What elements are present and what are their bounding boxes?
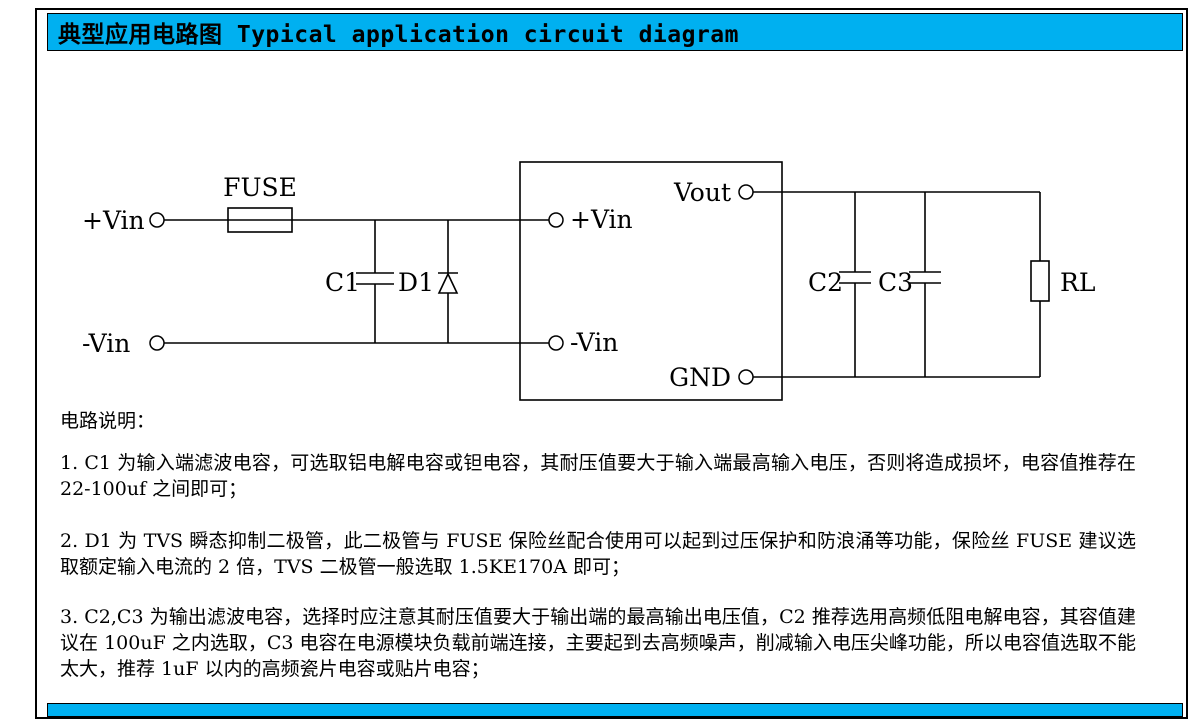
label-vin-minus-input: -Vin: [82, 329, 130, 358]
d1-triangle: [437, 272, 459, 294]
terminal-module-vin-minus: [548, 335, 564, 351]
label-c2: C2: [808, 268, 843, 297]
label-vin-plus-input: +Vin: [82, 206, 145, 235]
bottom-bar: [47, 703, 1183, 717]
label-rl: RL: [1060, 268, 1095, 297]
label-c1: C1: [325, 268, 360, 297]
fuse: [227, 207, 293, 233]
label-c3: C3: [878, 268, 913, 297]
terminal-input-vin-minus: [149, 335, 165, 351]
rl-symbol: [1030, 260, 1050, 302]
terminals: [149, 184, 754, 385]
terminal-input-vin-plus: [149, 212, 165, 228]
page-title: 典型应用电路图 Typical application circuit diag…: [58, 22, 739, 48]
title-bar: 典型应用电路图 Typical application circuit diag…: [47, 13, 1183, 51]
label-d1: D1: [398, 268, 434, 297]
c3-capacitor: [909, 192, 941, 377]
module-box: [519, 161, 783, 401]
label-vout: Vout: [673, 178, 731, 207]
d1-diode: [437, 220, 459, 343]
c1-capacitor: [356, 220, 394, 343]
label-module-vin-plus: +Vin: [570, 205, 633, 234]
note-item-1: 1. C1 为输入端滤波电容，可选取铝电解电容或钽电容，其耐压值要大于输入端最高…: [60, 452, 1136, 500]
rl-resistor: [1030, 192, 1050, 377]
terminal-module-gnd: [738, 369, 754, 385]
note-item-2: 2. D1 为 TVS 瞬态抑制二极管，此二极管与 FUSE 保险丝配合使用可以…: [60, 530, 1136, 578]
terminal-module-vin-plus: [548, 212, 564, 228]
circuit-diagram: +Vin FUSE -Vin C1 D1 +Vin -Vin Vout GND …: [82, 161, 1095, 401]
note-item-3: 3. C2,C3 为输出滤波电容，选择时应注意其耐压值要大于输出端的最高输出电压…: [60, 606, 1136, 680]
page-frame: [35, 8, 1188, 719]
label-module-vin-minus: -Vin: [570, 328, 618, 357]
label-fuse: FUSE: [223, 173, 297, 202]
terminal-module-vout: [738, 184, 754, 200]
circuit-labels: +Vin FUSE -Vin C1 D1 +Vin -Vin Vout GND …: [82, 173, 1095, 392]
c2-capacitor: [839, 192, 871, 377]
notes-heading: 电路说明：: [60, 410, 156, 432]
label-gnd: GND: [669, 363, 731, 392]
